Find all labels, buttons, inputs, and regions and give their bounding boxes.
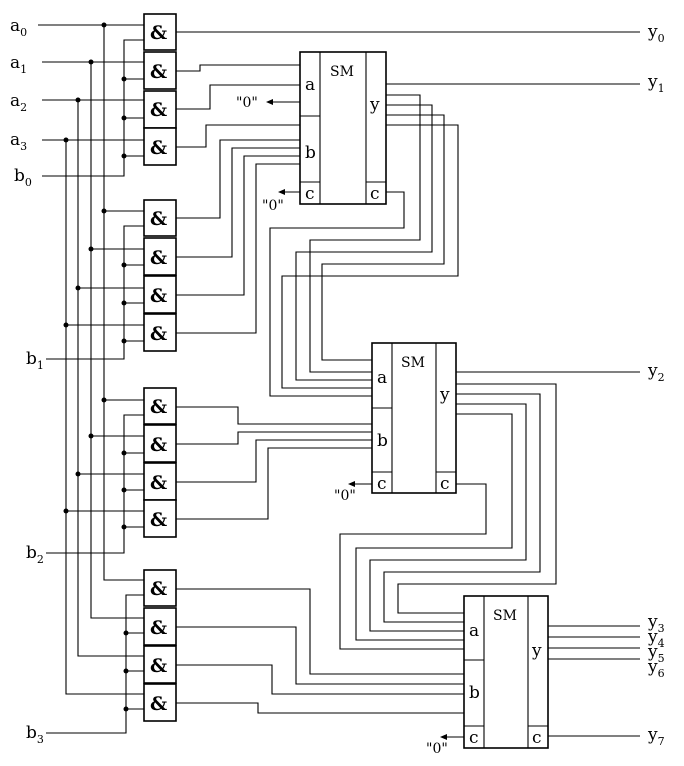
and-gate-3-3: &	[150, 472, 167, 494]
and-gate-4-2: &	[150, 617, 167, 639]
adder-sm1-port-a: a	[305, 75, 315, 95]
and-gate-4-3: &	[150, 655, 167, 677]
adder-sm2-port-y: y	[439, 385, 450, 405]
input-label-a1: a1	[10, 53, 27, 76]
zero-constant-sm2-c: "0"	[334, 488, 356, 504]
adder-sm3-port-a: a	[469, 621, 479, 641]
input-label-a2: a2	[10, 91, 27, 114]
and-gate-2-3: &	[150, 285, 167, 307]
adder-sm2-port-c-out: c	[440, 474, 450, 494]
and-gate-2-2: &	[150, 247, 167, 269]
input-label-b1: b1	[26, 349, 44, 372]
adder-sm3-port-y: y	[531, 641, 542, 661]
adder-sm1-port-b: b	[305, 143, 316, 163]
and-gate-3-4: &	[150, 509, 167, 531]
and-gate-group-2: & & & &	[143, 199, 177, 352]
and-gate-group-1: & & & &	[143, 13, 177, 166]
output-label-y7: y7	[647, 725, 665, 748]
input-label-a3: a3	[10, 130, 27, 153]
input-label-a0: a0	[10, 16, 27, 39]
adder-sm3: SM a b c y c	[463, 595, 549, 749]
adder-sm1-port-c-out: c	[370, 184, 380, 204]
and-gate-1-3: &	[150, 99, 167, 121]
zero-constant-sm1-c: "0"	[262, 198, 284, 214]
and-gate-1-4: &	[150, 137, 167, 159]
adder-sm3-port-b: b	[469, 683, 480, 703]
and-gate-1-1: &	[150, 22, 167, 44]
output-label-y3: y3	[647, 612, 665, 635]
and-gate-1-2: &	[150, 61, 167, 83]
output-label-y2: y2	[647, 361, 665, 384]
adder-sm2-port-c-in: c	[377, 474, 387, 494]
adder-sm3-title: SM	[493, 608, 517, 624]
adder-sm1-port-y: y	[369, 95, 380, 115]
output-label-y6: y6	[647, 657, 665, 680]
adder-sm1-title: SM	[330, 64, 354, 80]
and-gate-2-1: &	[150, 208, 167, 230]
b-bus-junctions	[121, 76, 129, 712]
and-gate-group-3: & & & &	[143, 387, 177, 538]
and-gate-2-4: &	[150, 323, 167, 345]
input-label-b0: b0	[14, 166, 32, 189]
adder-sm3-port-c-in: c	[469, 728, 479, 748]
zero-constant-sm3-c: "0"	[426, 741, 448, 757]
adder-sm2: SM a b c y c	[371, 342, 457, 494]
output-label-y0: y0	[647, 22, 665, 45]
gate-output-wires	[176, 31, 640, 737]
adder-sm1: SM a b c y c	[299, 51, 387, 205]
adder-sm2-port-a: a	[377, 368, 387, 388]
and-gate-4-4: &	[150, 693, 167, 715]
adder-sm2-title: SM	[401, 355, 425, 371]
and-gate-3-2: &	[150, 434, 167, 456]
zero-constant-sm1-a: "0"	[236, 95, 258, 111]
output-label-y1: y1	[647, 72, 665, 95]
and-gate-3-1: &	[150, 396, 167, 418]
input-label-b2: b2	[26, 543, 44, 566]
a-bus-junctions	[63, 22, 107, 514]
carry-zero-arrows	[266, 99, 464, 740]
adder-sm1-port-c-in: c	[305, 184, 315, 204]
b-bus-wires	[42, 39, 144, 734]
output-label-y4: y4	[647, 627, 665, 650]
input-label-b3: b3	[26, 723, 44, 746]
and-gate-group-4: & & & &	[143, 569, 177, 722]
adder-sm3-port-c-out: c	[532, 728, 542, 748]
adder-sm2-port-b: b	[377, 431, 388, 451]
and-gate-4-1: &	[150, 578, 167, 600]
output-label-y5: y5	[647, 642, 665, 665]
